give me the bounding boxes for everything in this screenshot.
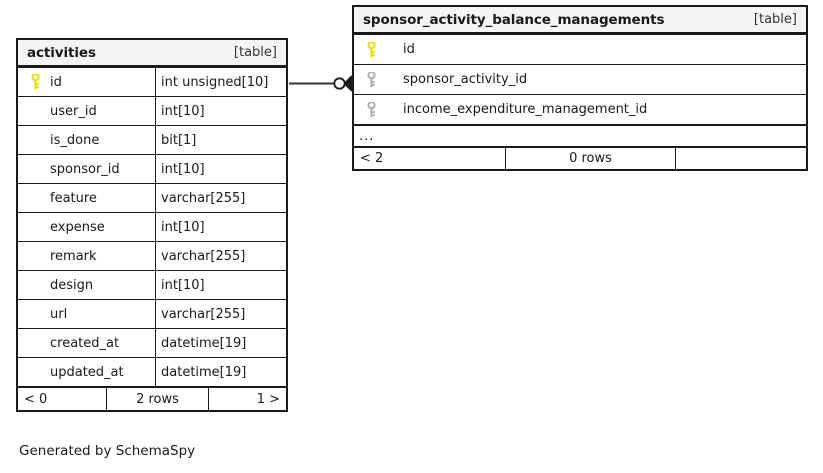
table-row[interactable]: design int[10]	[18, 270, 286, 299]
table-row[interactable]: sponsor_id int[10]	[18, 154, 286, 183]
cardinality-many-marker	[343, 75, 353, 92]
column-type-cell: varchar[255]	[155, 300, 286, 328]
column-name-cell: user_id	[18, 97, 155, 125]
row-count-label: 0 rows	[505, 148, 675, 169]
column-name-cell: id	[354, 35, 806, 64]
table-row[interactable]: id int unsigned[10]	[18, 67, 286, 96]
column-name: is_done	[50, 132, 100, 148]
table-row[interactable]: created_at datetime[19]	[18, 328, 286, 357]
column-name: expense	[50, 219, 105, 235]
column-type: varchar[255]	[161, 190, 246, 206]
foreign-key-icon	[360, 71, 382, 88]
foreign-key-icon	[360, 101, 382, 118]
column-name: design	[50, 277, 94, 293]
column-name: sponsor_activity_id	[403, 72, 528, 87]
column-name-cell: remark	[18, 242, 155, 270]
crowsfoot-fill	[345, 76, 352, 91]
column-name-cell: design	[18, 271, 155, 299]
column-name-cell: created_at	[18, 329, 155, 357]
row-count-label: 2 rows	[106, 388, 208, 410]
column-type: int[10]	[161, 103, 205, 119]
column-name: updated_at	[50, 364, 124, 380]
column-type-cell: varchar[255]	[155, 184, 286, 212]
column-name: id	[50, 74, 62, 90]
column-type: int[10]	[161, 219, 205, 235]
column-type-cell: int[10]	[155, 155, 286, 183]
generated-by-caption: Generated by SchemaSpy	[19, 443, 196, 459]
table-row[interactable]: url varchar[255]	[18, 299, 286, 328]
table-footer-sponsor-activity-balance-managements: < 2 0 rows	[354, 146, 806, 169]
next-page-button[interactable]: 1 >	[208, 388, 286, 410]
column-name: id	[403, 42, 415, 57]
column-type-cell: datetime[19]	[155, 358, 286, 386]
ellipsis-label: ...	[359, 128, 375, 144]
column-name-cell: feature	[18, 184, 155, 212]
er-table-activities[interactable]: activities [table] id int unsigned[10] u…	[16, 38, 288, 412]
column-type: int[10]	[161, 277, 205, 293]
column-type: datetime[19]	[161, 335, 247, 351]
row-count: 2 rows	[136, 391, 179, 407]
table-row[interactable]: is_done bit[1]	[18, 125, 286, 154]
next-page-button[interactable]	[675, 148, 806, 169]
primary-key-icon	[24, 74, 46, 90]
column-name-cell: income_expenditure_management_id	[354, 95, 806, 124]
column-type: int unsigned[10]	[161, 74, 269, 90]
column-type: int[10]	[161, 161, 205, 177]
column-name-cell: is_done	[18, 126, 155, 154]
more-columns-indicator: ...	[354, 124, 806, 146]
table-row[interactable]: updated_at datetime[19]	[18, 357, 286, 386]
table-header-activities: activities [table]	[18, 40, 286, 67]
column-type-cell: bit[1]	[155, 126, 286, 154]
column-name: sponsor_id	[50, 161, 120, 177]
row-count: 0 rows	[569, 151, 612, 166]
column-name-cell: expense	[18, 213, 155, 241]
column-type: bit[1]	[161, 132, 197, 148]
prev-page-label: < 2	[360, 151, 384, 166]
column-type-cell: int[10]	[155, 97, 286, 125]
column-name-cell: sponsor_activity_id	[354, 65, 806, 94]
column-type-cell: int unsigned[10]	[155, 68, 286, 96]
table-title: activities	[27, 44, 96, 61]
column-name: user_id	[50, 103, 97, 119]
column-name: remark	[50, 248, 97, 264]
table-row[interactable]: feature varchar[255]	[18, 183, 286, 212]
column-name-cell: sponsor_id	[18, 155, 155, 183]
column-name: income_expenditure_management_id	[403, 102, 648, 117]
column-type: datetime[19]	[161, 364, 247, 380]
column-name-cell: id	[18, 68, 155, 96]
prev-page-button[interactable]: < 0	[18, 388, 106, 410]
primary-key-icon	[360, 41, 382, 58]
column-name: feature	[50, 190, 97, 206]
column-type-cell: int[10]	[155, 213, 286, 241]
column-name: url	[50, 306, 68, 322]
table-row[interactable]: expense int[10]	[18, 212, 286, 241]
prev-page-button[interactable]: < 2	[354, 148, 505, 169]
table-footer-activities: < 0 2 rows 1 >	[18, 386, 286, 410]
table-row[interactable]: user_id int[10]	[18, 96, 286, 125]
table-title: sponsor_activity_balance_managements	[363, 11, 665, 28]
table-row[interactable]: remark varchar[255]	[18, 241, 286, 270]
table-type-tag: [table]	[233, 45, 277, 60]
table-row[interactable]: income_expenditure_management_id	[354, 94, 806, 124]
table-header-sponsor-activity-balance-managements: sponsor_activity_balance_managements [ta…	[354, 7, 806, 34]
column-type-cell: datetime[19]	[155, 329, 286, 357]
next-page-label: 1 >	[256, 391, 280, 407]
er-table-sponsor-activity-balance-managements[interactable]: sponsor_activity_balance_managements [ta…	[352, 5, 808, 171]
column-type: varchar[255]	[161, 248, 246, 264]
column-name-cell: url	[18, 300, 155, 328]
table-type-tag: [table]	[753, 12, 797, 27]
column-type: varchar[255]	[161, 306, 246, 322]
prev-page-label: < 0	[24, 391, 48, 407]
column-name-cell: updated_at	[18, 358, 155, 386]
table-row[interactable]: sponsor_activity_id	[354, 64, 806, 94]
column-type-cell: varchar[255]	[155, 242, 286, 270]
column-name: created_at	[50, 335, 120, 351]
column-type-cell: int[10]	[155, 271, 286, 299]
table-row[interactable]: id	[354, 34, 806, 64]
cardinality-zero-marker	[333, 77, 346, 90]
